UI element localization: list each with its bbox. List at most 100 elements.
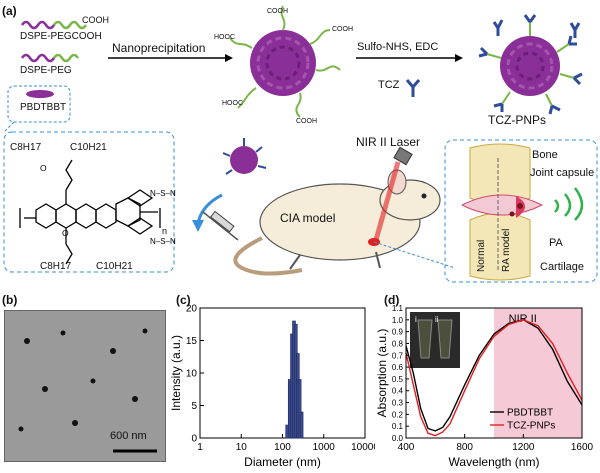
panel-d-letter: (d) (384, 293, 400, 307)
pa-signal-icon (554, 187, 584, 221)
y-tick-label: 0.7 (392, 351, 404, 360)
plot-frame (199, 307, 366, 439)
laser-device-icon (393, 146, 413, 166)
repeat-n-label: n (162, 226, 167, 236)
y-tick-label: 5 (191, 401, 197, 412)
spectrum-line (405, 319, 583, 437)
pa-label: PA (549, 237, 563, 249)
pbdtbbt-label: PBDTBBT (20, 102, 67, 113)
x-tick-label: 10 (236, 442, 248, 453)
small-nanoparticle (222, 138, 267, 175)
cooh-label: COOH (82, 15, 109, 25)
y-tick-label: 0.8 (392, 339, 404, 348)
thiadiazole-n-label-2: N–S–N (150, 237, 176, 246)
tcz-antibody-icon (405, 79, 421, 97)
vial-label: ii (435, 315, 439, 324)
laser-label: NIR II Laser (356, 135, 421, 149)
x-axis-label: Diameter (nm) (244, 455, 321, 469)
y-axis-label: Absorption (a.u.) (376, 329, 389, 418)
legend-label: TCZ-PNPs (507, 421, 555, 432)
y-tick-label: 1.0 (392, 316, 404, 325)
nanoprecipitation-label: Nanoprecipitation (112, 41, 206, 55)
y-tick-label: 0.0 (392, 434, 404, 443)
tem-image (4, 310, 166, 462)
side-chain-top-label: C8H17 (10, 142, 42, 153)
peg-chain-icon-2 (52, 53, 80, 63)
dspe-peg-label: DSPE-PEG (20, 65, 72, 76)
y-tick-label: 0.6 (392, 363, 404, 372)
surface-group-label: HOOC (214, 34, 235, 41)
dspe-pegcooh-label: DSPE-PEGCOOH (20, 31, 102, 42)
y-tick-label: 15 (186, 336, 198, 347)
cartilage-label: Cartilage (540, 261, 585, 273)
y-tick-label: 20 (186, 304, 198, 315)
plot-frame (405, 307, 583, 439)
y-tick-label: 1.1 (392, 304, 404, 313)
x-tick-label: 1 (197, 442, 203, 453)
panel-b-letter: (b) (2, 293, 18, 307)
dspe-tail-icon (20, 20, 56, 30)
reagents-label: Sulfo-NHS, EDC (357, 41, 439, 53)
y-tick-label: 0.9 (392, 328, 404, 337)
y-tick-label: 0.1 (392, 422, 404, 431)
thiadiazole-n-label: N–S–N (150, 189, 176, 198)
tcz-label: TCZ (378, 79, 400, 91)
y-tick-label: 10 (186, 369, 198, 380)
oxygen-bottom-label: O (62, 228, 69, 238)
surface-group-label: HOOC (222, 100, 243, 107)
pbdtbbt-box (7, 85, 71, 123)
scale-bar-label: 600 nm (110, 430, 147, 442)
x-tick-label: 1200 (512, 442, 535, 453)
x-tick-label: 1000 (313, 442, 336, 453)
x-tick-label: 1600 (571, 442, 594, 453)
x-tick-label: 800 (456, 442, 473, 453)
y-tick-label: 0.5 (392, 375, 404, 384)
bone-label: Bone (532, 149, 558, 161)
x-tick-label: 100 (274, 442, 291, 453)
side-chain-bot-label: C8H17 (40, 261, 72, 272)
tem-particles (18, 328, 157, 453)
joint-illustration (444, 139, 598, 283)
histogram-bar (299, 411, 304, 439)
surface-group-label: COOH (267, 8, 288, 15)
vial-i (417, 319, 433, 359)
y-tick-label: 0.2 (392, 410, 404, 419)
panel-c-letter: (c) (176, 293, 191, 307)
histogram-bar (297, 379, 302, 439)
product-label: TCZ-PNPs (488, 113, 546, 127)
spectrum-line (405, 319, 583, 432)
nanoparticle-2 (478, 14, 583, 115)
pbdtbbt-structure (19, 159, 161, 265)
dspe-tail-icon-2 (20, 53, 56, 63)
y-tick-label: 0 (191, 434, 197, 445)
panel-a-graphics: O O N–S–N N–S–N n (3, 5, 598, 283)
peg-chain-icon (52, 20, 88, 30)
cia-model-label: CIA model (280, 211, 336, 225)
x-tick-label: 400 (398, 442, 415, 453)
mouse-illustration (233, 169, 441, 276)
syringe-icon (202, 210, 239, 241)
y-tick-label: 0.3 (392, 399, 404, 408)
polymer-ellipse-icon (26, 90, 54, 98)
y-axis-label: Intensity (a.u.) (170, 335, 183, 411)
nanoparticle-1 (229, 5, 341, 118)
structure-box (3, 131, 175, 273)
oxygen-top-label: O (40, 163, 47, 173)
vial-ii (437, 319, 453, 359)
legend-label: PBDTBBT (507, 408, 553, 419)
side-chain-top2-label: C10H21 (70, 142, 107, 153)
normal-label: Normal (476, 239, 487, 272)
joint-capsule-label: Joint capsule (530, 167, 595, 179)
laser-beam (373, 161, 401, 241)
surface-group-label: COOH (296, 118, 317, 125)
y-tick-label: 0.4 (392, 387, 404, 396)
surface-group-label: COOH (332, 26, 353, 33)
side-chain-bot2-label: C10H21 (96, 261, 133, 272)
vial-label: i (415, 315, 417, 324)
ra-model-label: RA model (501, 228, 512, 272)
panel-a-letter: (a) (2, 4, 17, 18)
x-axis-label: Wavelength (nm) (449, 455, 540, 469)
